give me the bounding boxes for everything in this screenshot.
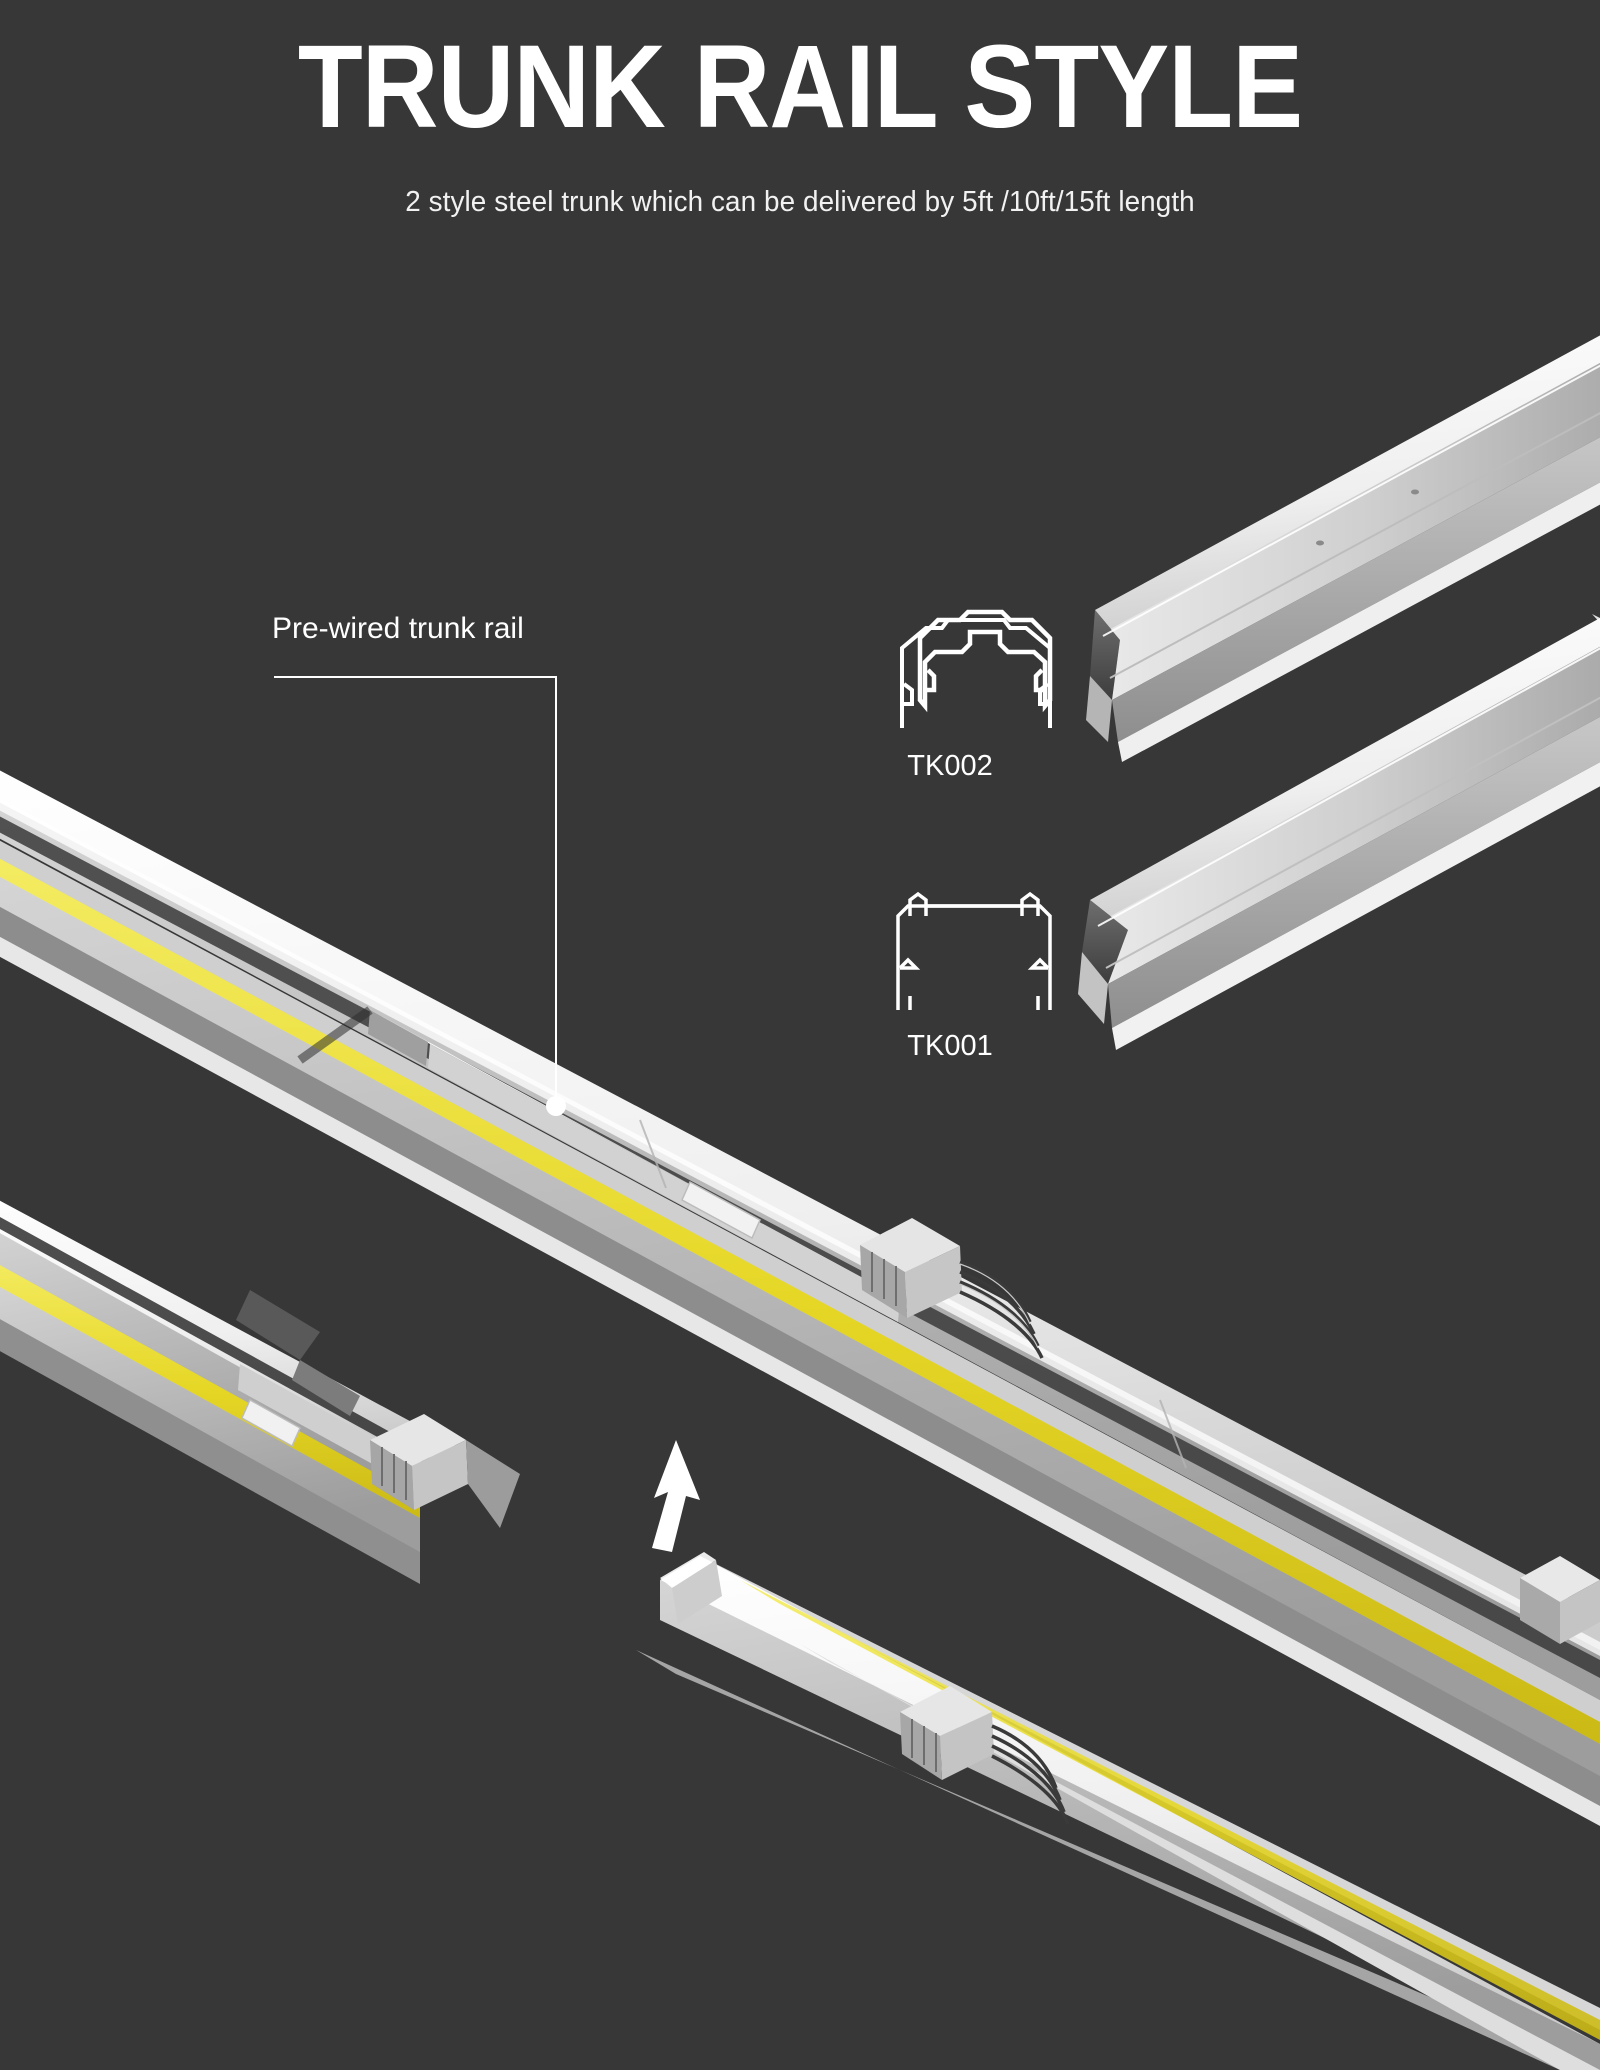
page-title: TRUNK RAIL STYLE [297, 21, 1303, 153]
bottom-rail-connector [900, 1686, 1070, 1825]
callout-label-pre-wired-trunk-rail: Pre-wired trunk rail [272, 612, 524, 645]
part-label-tk002: TK002 [907, 750, 993, 782]
up-arrow-indicator [652, 1440, 700, 1552]
left-rail-connector [370, 1414, 468, 1510]
page-subtitle: 2 style steel trunk which can be deliver… [405, 186, 1195, 218]
callout-leader-horizontal [274, 676, 557, 678]
rail-connector-right [1520, 1556, 1600, 1644]
rail-connector-center [860, 1218, 1044, 1359]
tk001-profile-outline [896, 891, 1052, 1010]
trunk-rail-tk002-3d [1086, 335, 1600, 762]
part-label-tk001: TK001 [907, 1030, 993, 1062]
callout-target-dot [546, 1096, 566, 1116]
trunk-rail-tk001-3d [1078, 614, 1600, 1050]
trunk-rail-with-connector-left [0, 1200, 520, 1584]
pre-wired-trunk-rail-main [0, 770, 1600, 1826]
callout-leader-vertical [555, 676, 557, 1104]
trunk-rail-open-channel-bottom [636, 1552, 1600, 2070]
tk002-profile-outline [900, 618, 1052, 728]
